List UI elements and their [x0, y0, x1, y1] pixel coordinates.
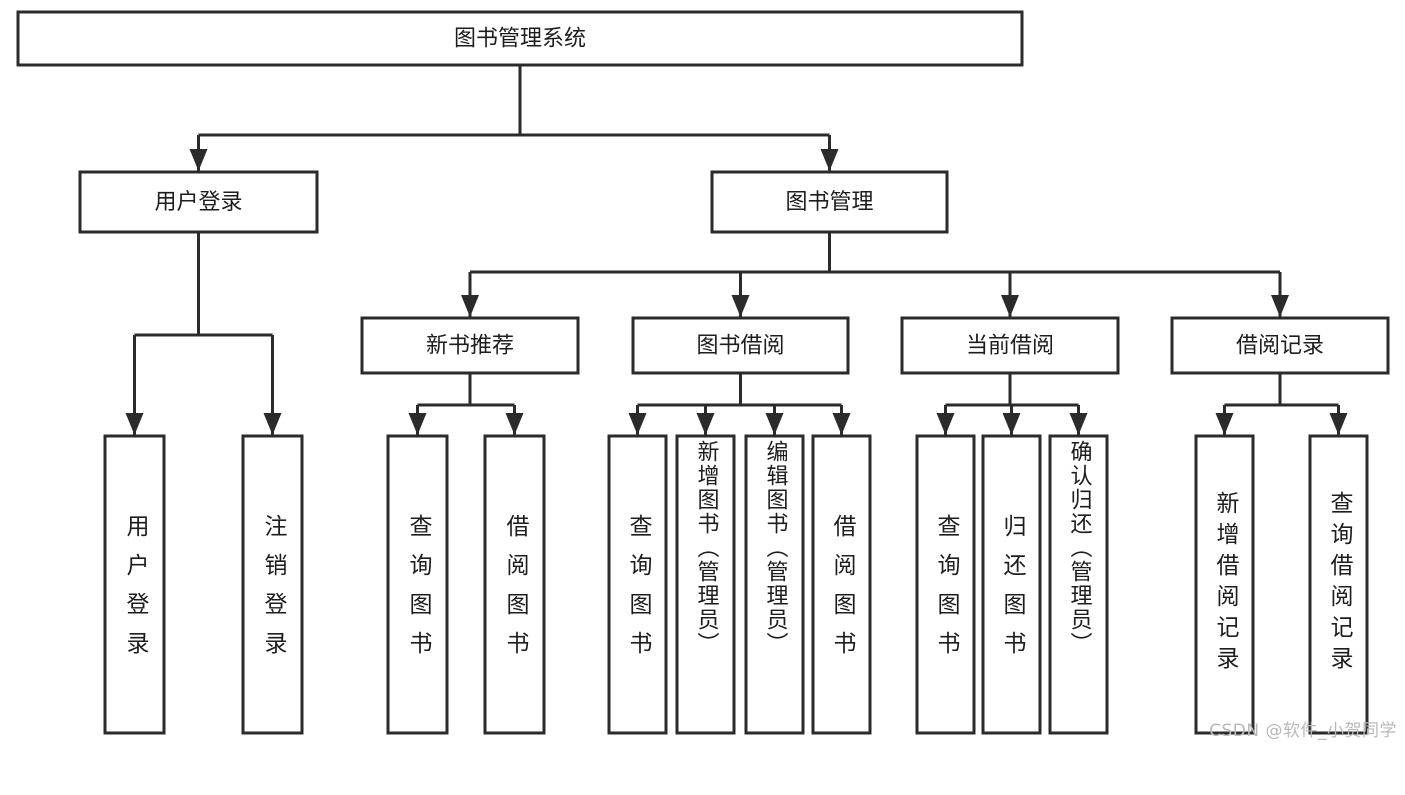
node-box-leaf-edit-book[interactable] — [744, 434, 805, 735]
node-box-leaf-add-book[interactable] — [675, 434, 736, 735]
node-box-leaf-borrow-book[interactable] — [811, 434, 872, 735]
arrow-head-icon — [189, 149, 208, 171]
node-box-book-borrow[interactable] — [631, 316, 850, 375]
arrow-head-icon — [1329, 413, 1348, 435]
node-box-leaf-logout[interactable] — [241, 434, 304, 735]
arrow-head-icon — [1002, 413, 1021, 435]
node-box-root[interactable] — [16, 10, 1024, 67]
arrow-head-icon — [832, 413, 851, 435]
node-label-root: 图书管理系统 — [454, 27, 586, 52]
node-box-leaf-query-record[interactable] — [1308, 434, 1369, 735]
node-label-borrow-record: 借阅记录 — [1236, 334, 1324, 359]
node-label-current-borrow: 当前借阅 — [966, 334, 1054, 359]
arrow-head-icon — [461, 295, 479, 317]
arrow-head-icon — [1001, 295, 1019, 317]
arrow-head-icon — [628, 413, 647, 435]
node-box-borrow-record[interactable] — [1170, 316, 1390, 375]
arrow-head-icon — [820, 149, 839, 171]
arrow-head-icon — [408, 413, 427, 435]
arrow-head-icon — [1271, 295, 1289, 317]
node-label-book-borrow: 图书借阅 — [696, 334, 784, 359]
node-box-leaf-confirm-return[interactable] — [1048, 434, 1109, 735]
node-box-leaf-query-book-borrow[interactable] — [607, 434, 668, 735]
node-label-new-book-recommend: 新书推荐 — [426, 334, 514, 359]
node-box-leaf-add-record[interactable] — [1194, 434, 1255, 735]
flowchart-canvas: 图书管理系统用户登录图书管理新书推荐图书借阅当前借阅借阅记录 用户登录注销登录查… — [16, 10, 1397, 741]
node-box-book-manage[interactable] — [710, 170, 949, 234]
node-box-leaf-query-book-rec[interactable] — [386, 434, 449, 735]
node-box-current-borrow[interactable] — [900, 316, 1120, 375]
node-box-leaf-return-book[interactable] — [981, 434, 1042, 735]
node-box-new-book-recommend[interactable] — [360, 316, 580, 375]
node-box-leaf-user-login[interactable] — [103, 434, 166, 735]
arrow-head-icon — [1215, 413, 1234, 435]
node-box-user-login[interactable] — [78, 170, 319, 234]
node-label-user-login: 用户登录 — [154, 190, 242, 215]
arrow-head-icon — [765, 413, 784, 435]
node-label-book-manage: 图书管理 — [785, 190, 873, 215]
node-box-leaf-borrow-book-rec[interactable] — [483, 434, 546, 735]
arrow-head-icon — [696, 413, 715, 435]
arrow-head-icon — [263, 413, 282, 435]
node-box-leaf-query-book-cur[interactable] — [915, 434, 976, 735]
connector-layer — [125, 65, 1348, 435]
arrow-head-icon — [125, 413, 144, 435]
arrow-head-icon — [731, 295, 750, 317]
arrow-head-icon — [505, 413, 524, 435]
arrow-head-icon — [1069, 413, 1088, 435]
arrow-head-icon — [936, 413, 955, 435]
